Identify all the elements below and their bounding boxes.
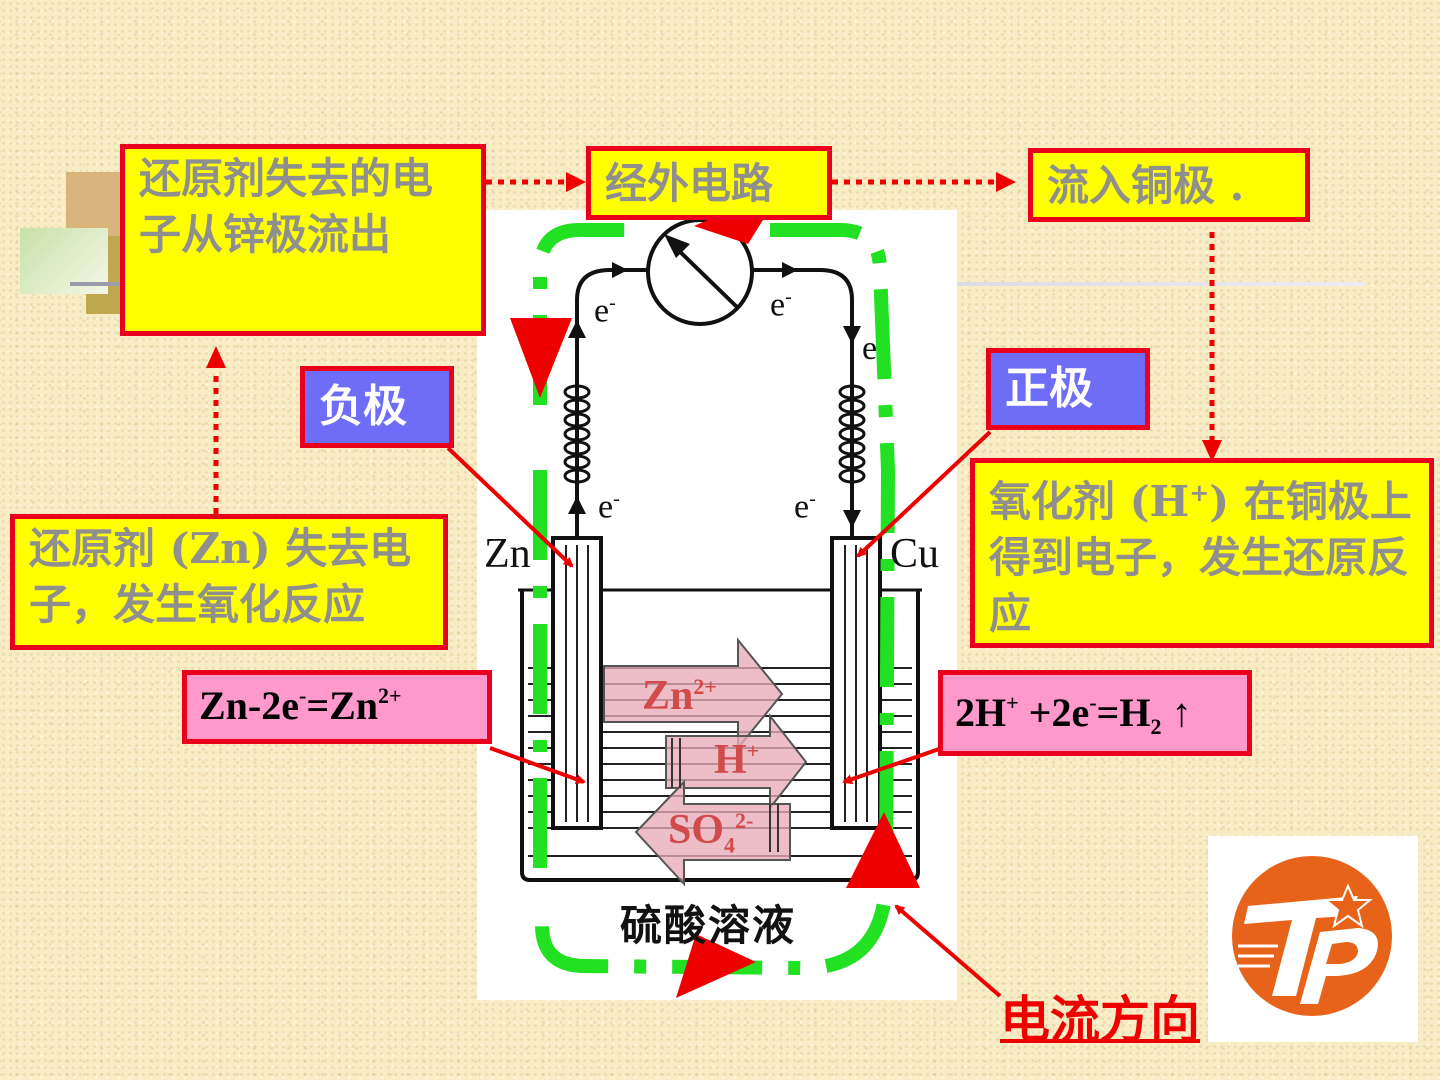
electron-label-top-left: e-: [594, 292, 616, 330]
negative-pole-box: 负极: [300, 366, 454, 448]
electron-label-right-wire: e: [862, 330, 878, 367]
school-logo: [1208, 836, 1418, 1042]
external-circuit-box: 经外电路: [586, 146, 832, 220]
right-coil: [838, 384, 866, 484]
electron-arrows: [568, 262, 861, 528]
into-copper-box: 流入铜极 .: [1028, 148, 1310, 222]
oxidant-reduction-box: 氧化剂 (H+) 在铜极上得到电子，发生还原反应: [970, 458, 1434, 648]
beaker: [520, 590, 920, 882]
ion-arrows: [603, 637, 808, 887]
ion-so4: SO42-: [668, 807, 754, 858]
ion-h: H+: [714, 737, 760, 783]
pointer-lines: [446, 430, 1002, 998]
reductant-oxidation-box: 还原剂 (Zn) 失去电子，发生氧化反应: [10, 514, 448, 650]
zinc-half-reaction: Zn-2e-=Zn2+: [182, 670, 492, 744]
left-coil: [563, 384, 591, 484]
current-path: [533, 223, 896, 976]
ion-zn: Zn2+: [642, 673, 717, 719]
left-wire: [575, 268, 650, 538]
positive-pole-box: 正极: [986, 348, 1150, 430]
electron-label-bottom-left: e-: [598, 488, 620, 526]
solution-label: 硫酸溶液: [620, 901, 797, 950]
hydrogen-half-reaction: 2H+ +2e-=H2 ↑: [938, 670, 1252, 756]
right-wire: [748, 268, 854, 538]
cu-label: Cu: [890, 531, 940, 577]
zn-label: Zn: [484, 531, 531, 577]
galvanometer-icon: [646, 218, 754, 326]
dotted-flow: [213, 179, 1215, 514]
electron-label-top-right: e-: [770, 286, 792, 324]
current-direction-label: 电流方向: [1000, 991, 1200, 1049]
electron-label-bottom-right: e-: [794, 488, 816, 526]
reductant-electron-box: 还原剂失去的电子从锌极流出: [120, 144, 486, 336]
school-logo-icon: [1232, 856, 1392, 1016]
